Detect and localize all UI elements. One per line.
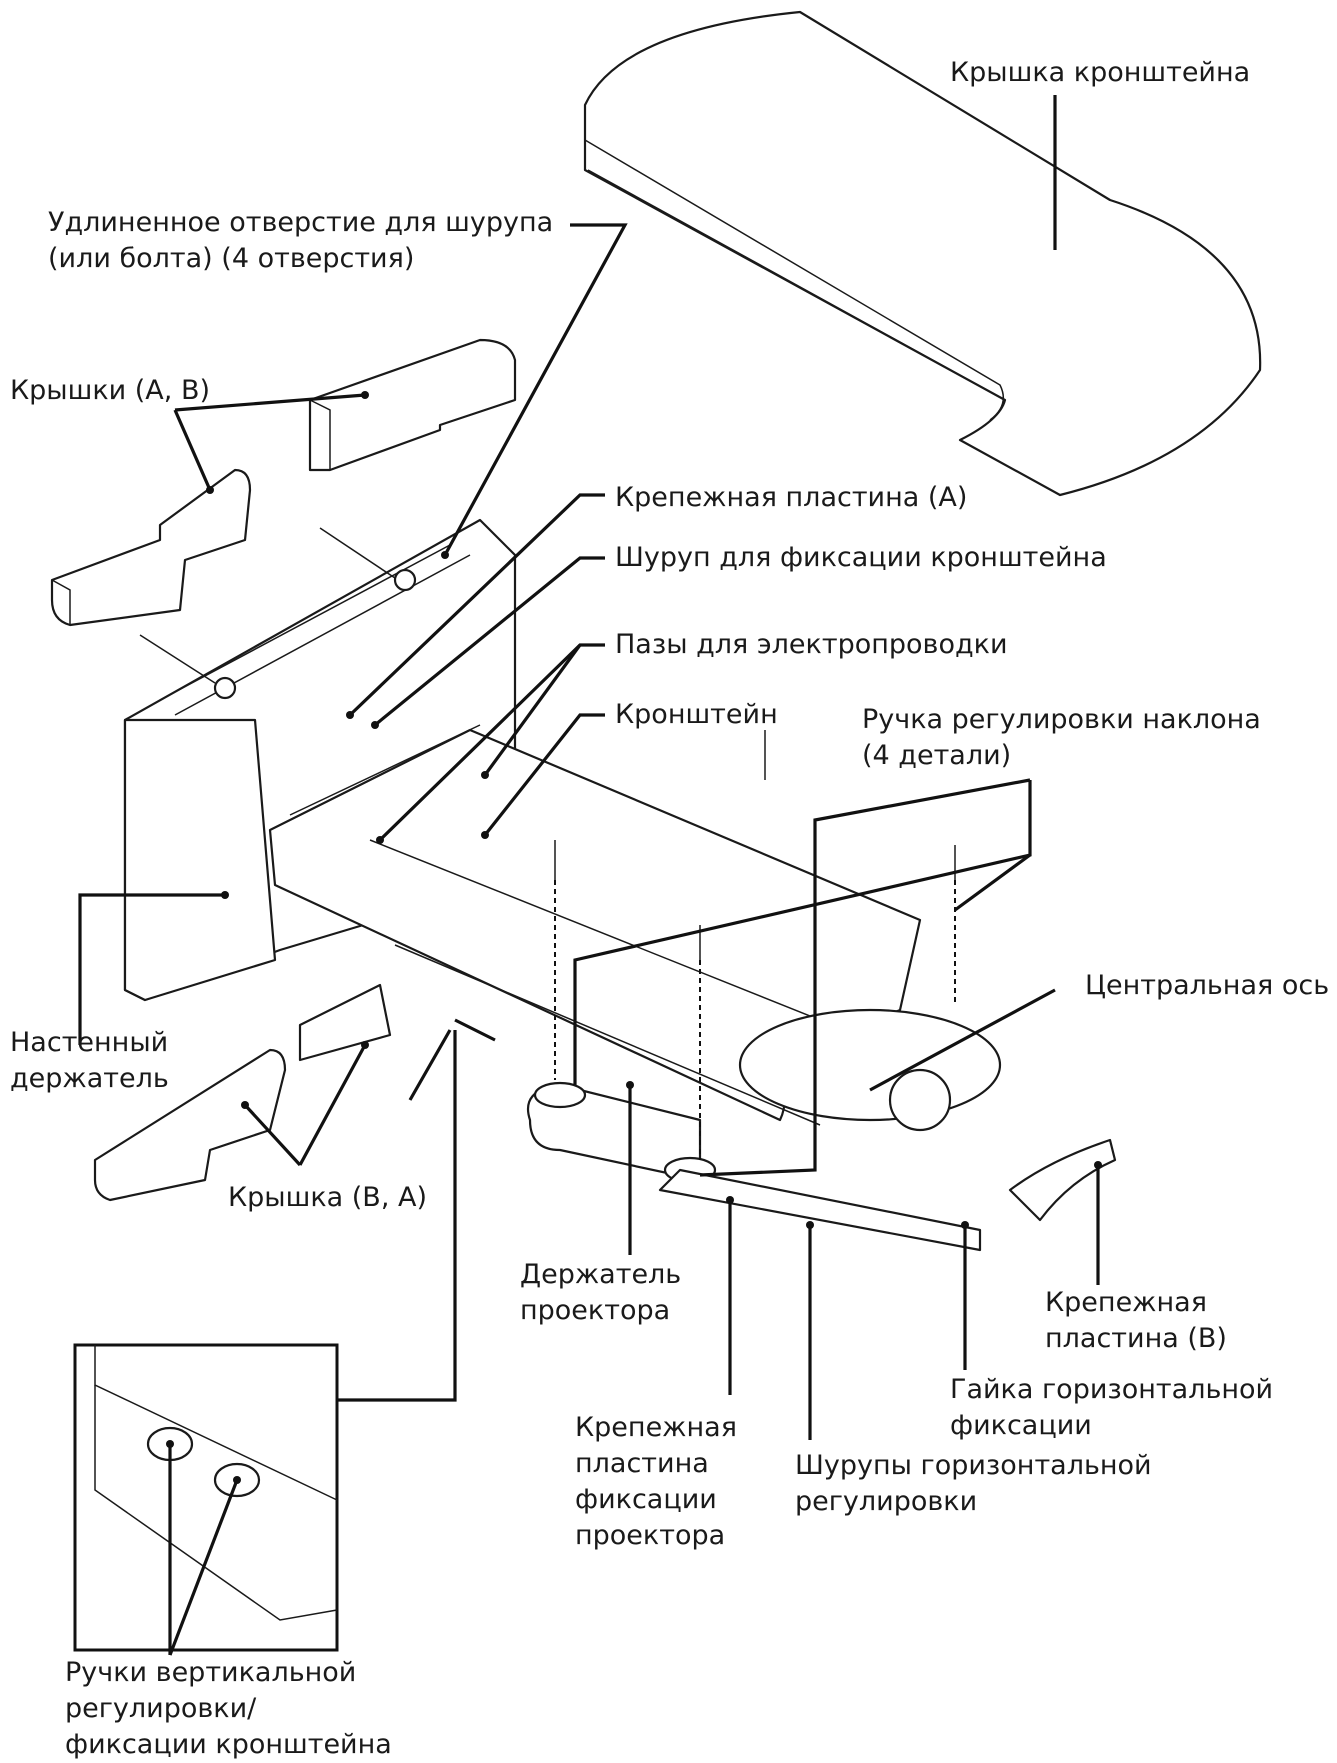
bracket-arm [268,724,1002,1132]
bracket-cover [583,10,1262,497]
label-cover-ba: Крышка (B, A) [228,1182,427,1213]
label-bracket-cover: Крышка кронштейна [950,57,1251,88]
cover-b-lower [93,1048,287,1202]
cover-a-lower [298,983,392,1062]
label-slot-hole: Удлиненное отверстие для шурупа (или бол… [48,207,554,274]
label-wall-holder: Настенный держатель [10,1027,169,1094]
cover-a-upper [308,338,517,472]
label-bracket: Кронштейн [615,699,778,730]
label-projector-holder: Держатель проектора [520,1259,682,1326]
mount-plate-b [1008,1138,1117,1222]
label-horizontal-screws: Шурупы горизонтальной регулировки [795,1450,1152,1517]
inset-detail [73,1343,339,1652]
cover-b-upper [50,468,252,627]
label-mount-plate-a: Крепежная пластина (A) [615,482,968,513]
label-vertical-knobs: Ручки вертикальной регулировки/ фиксации… [65,1657,392,1760]
label-horizontal-nut: Гайка горизонтальной фиксации [950,1374,1274,1441]
label-central-axis: Центральная ось [1085,970,1330,1001]
tilt-screws [554,730,956,1160]
projector-holder [527,1081,982,1252]
label-mount-plate-b: Крепежная пластина (B) [1045,1287,1227,1354]
label-wiring-grooves: Пазы для электропроводки [615,629,1008,660]
label-bracket-screw: Шуруп для фиксации кронштейна [615,542,1107,573]
label-covers-ab: Крышки (A, B) [10,375,210,406]
label-tilt-knob: Ручка регулировки наклона (4 детали) [862,704,1261,771]
label-fixing-plate: Крепежная пластина фиксации проектора [575,1412,737,1551]
leader-lines [78,95,1102,1656]
